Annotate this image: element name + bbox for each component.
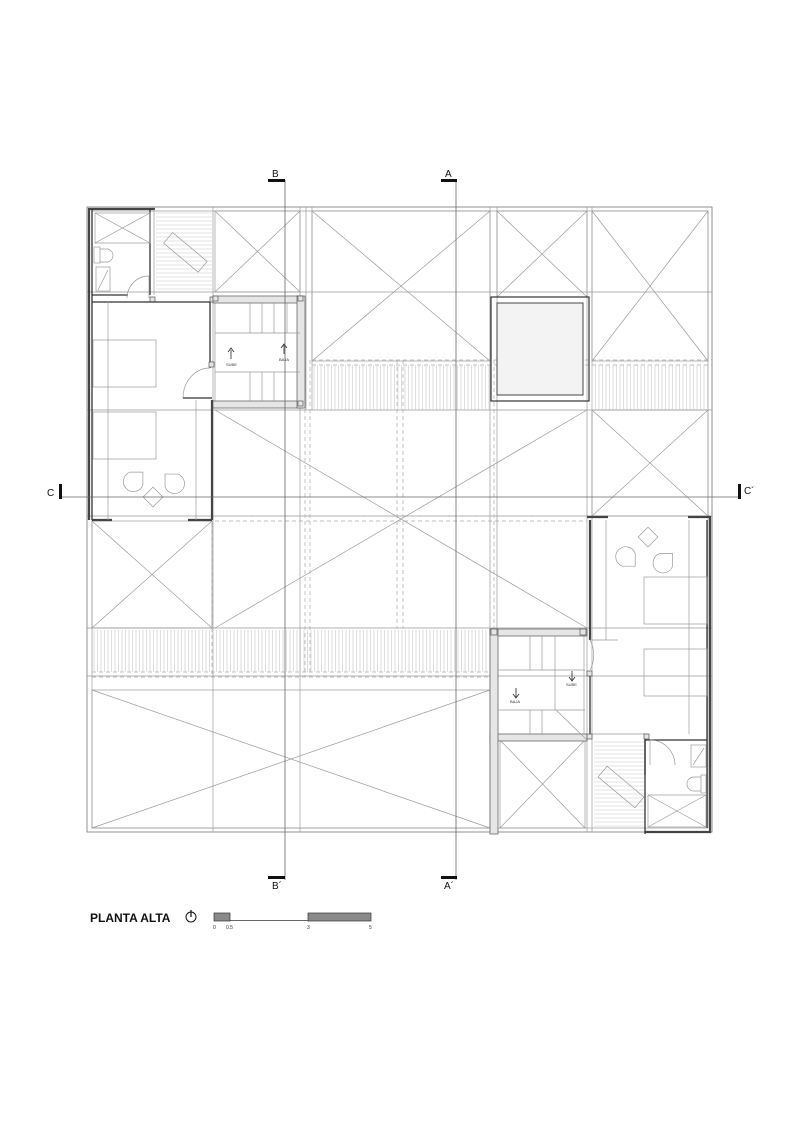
stair-label-up-upper: SUBE (226, 362, 237, 367)
north-arrow-icon (185, 910, 197, 923)
upper-stair (212, 295, 306, 409)
section-marker-c-right (738, 484, 741, 499)
plan-outline (86, 206, 713, 833)
section-marker-b-bottom (268, 876, 285, 879)
scale-tick-5: 5 (369, 925, 372, 931)
scale-tick-0: 0 (213, 925, 216, 931)
stair-label-up-lower: SUBE (566, 682, 577, 687)
scale-tick-3: 3 (307, 925, 310, 931)
slat-bands (93, 212, 708, 827)
skylight (490, 296, 590, 402)
section-label-c-right: C´ (744, 485, 755, 497)
section-label-b-bottom: B´ (272, 880, 282, 892)
upper-left-unit (87, 207, 216, 522)
lower-stair (489, 628, 588, 835)
section-label-b-top: B (272, 169, 279, 180)
section-label-a-bottom: A´ (444, 880, 454, 892)
stair-label-down-lower: BAJA (510, 699, 520, 704)
section-label-c-left: C (47, 488, 54, 499)
scale-tick-05: 0.5 (226, 925, 233, 931)
section-markers (59, 179, 741, 879)
void-crosses (91, 210, 709, 829)
stair-label-down-upper: BAJA (279, 357, 289, 362)
scale-bar (213, 912, 372, 922)
section-lines (62, 180, 738, 880)
section-marker-b-top (268, 179, 285, 182)
section-marker-a-top (441, 179, 457, 182)
lower-right-unit (586, 515, 712, 834)
section-label-a-top: A (445, 169, 452, 180)
drawing-title: PLANTA ALTA (90, 911, 171, 925)
section-marker-a-bottom (441, 876, 457, 879)
section-marker-c-left (59, 484, 62, 499)
